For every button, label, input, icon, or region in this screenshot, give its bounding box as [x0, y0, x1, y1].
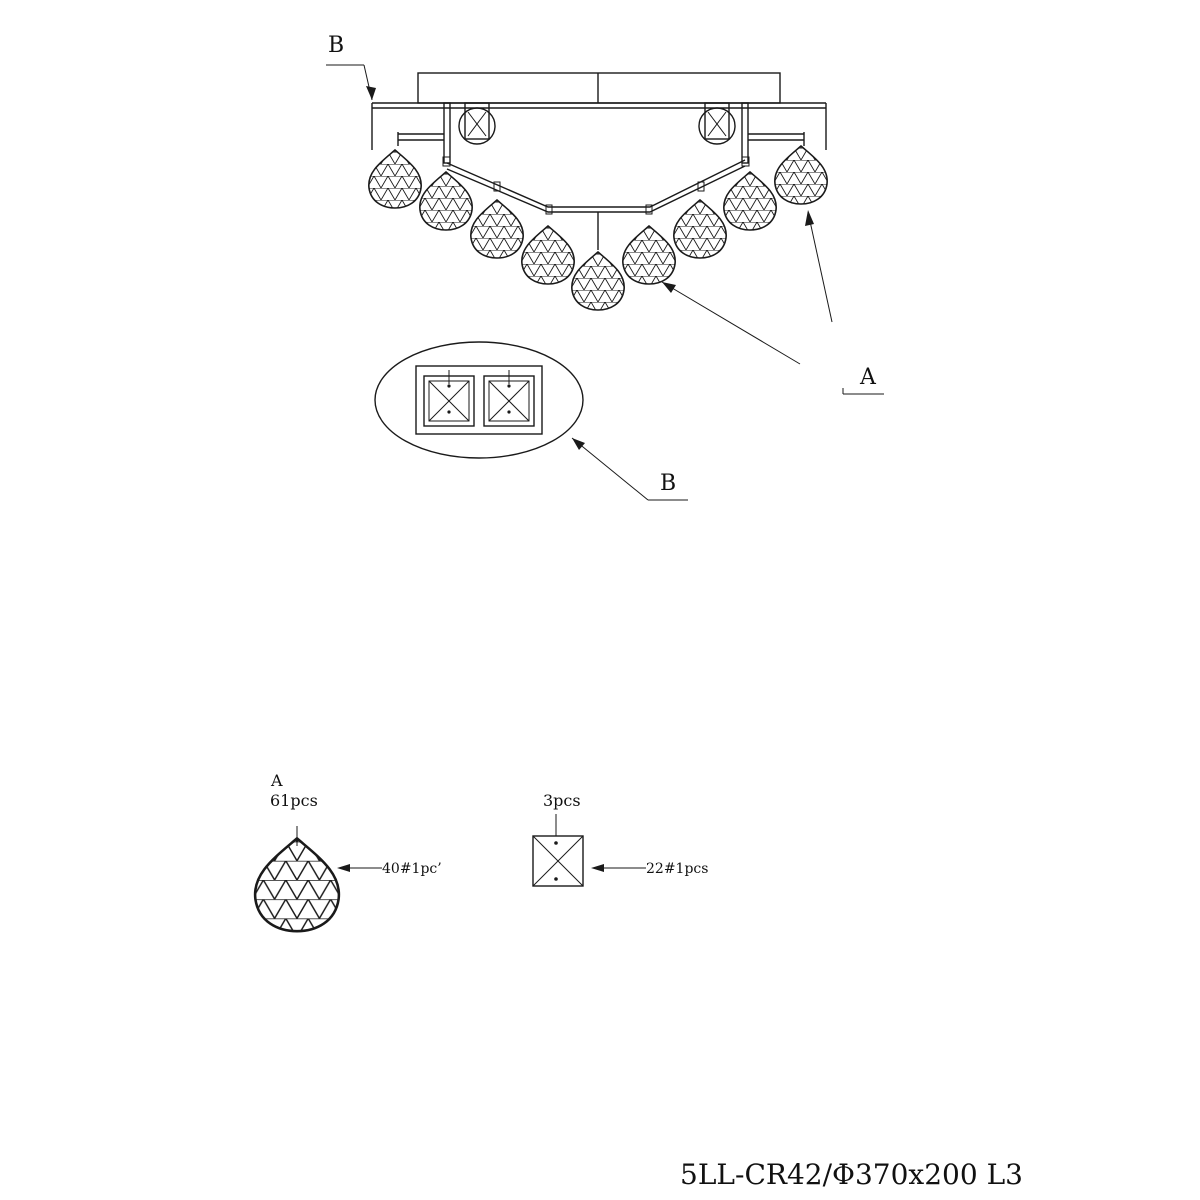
- ball-spec: 40#1pc’: [382, 861, 442, 877]
- crystal-ball: [518, 222, 578, 288]
- part-square: 3pcs 22#1pcs: [532, 791, 708, 887]
- socket-left: [458, 102, 496, 145]
- crystal-ball: [467, 196, 527, 262]
- canopy: [417, 72, 781, 104]
- crystal-ball-detail: [249, 832, 345, 938]
- square-prism: [483, 370, 535, 427]
- crystal-ball: [619, 222, 679, 288]
- callout-a-label: A: [859, 365, 877, 390]
- socket-right: [698, 102, 736, 145]
- model-label: 5LL-CR42/Φ370x200 L3: [680, 1158, 1023, 1191]
- hooks: [442, 156, 750, 215]
- ball-qty: 61pcs: [270, 791, 318, 810]
- crystal-ball: [568, 248, 628, 314]
- square-prism: [423, 370, 475, 427]
- callout-a: A: [661, 210, 884, 395]
- square-qty: 3pcs: [543, 791, 581, 810]
- callout-b-top-label: B: [328, 33, 344, 58]
- crystal-ball: [365, 146, 425, 212]
- callout-b-detail-label: B: [660, 471, 676, 496]
- crystal-ball: [670, 196, 730, 262]
- crystal-ball: [771, 142, 831, 208]
- detail-b: B: [374, 341, 688, 501]
- square-spec: 22#1pcs: [646, 861, 708, 877]
- ball-letter: A: [270, 771, 283, 790]
- part-ball: A 61pcs 40#1pc’: [249, 771, 442, 938]
- chandelier-front-view: [365, 72, 831, 314]
- crystal-ball: [720, 168, 780, 234]
- square-prism-detail: [532, 835, 584, 887]
- callout-b-top: B: [326, 33, 376, 101]
